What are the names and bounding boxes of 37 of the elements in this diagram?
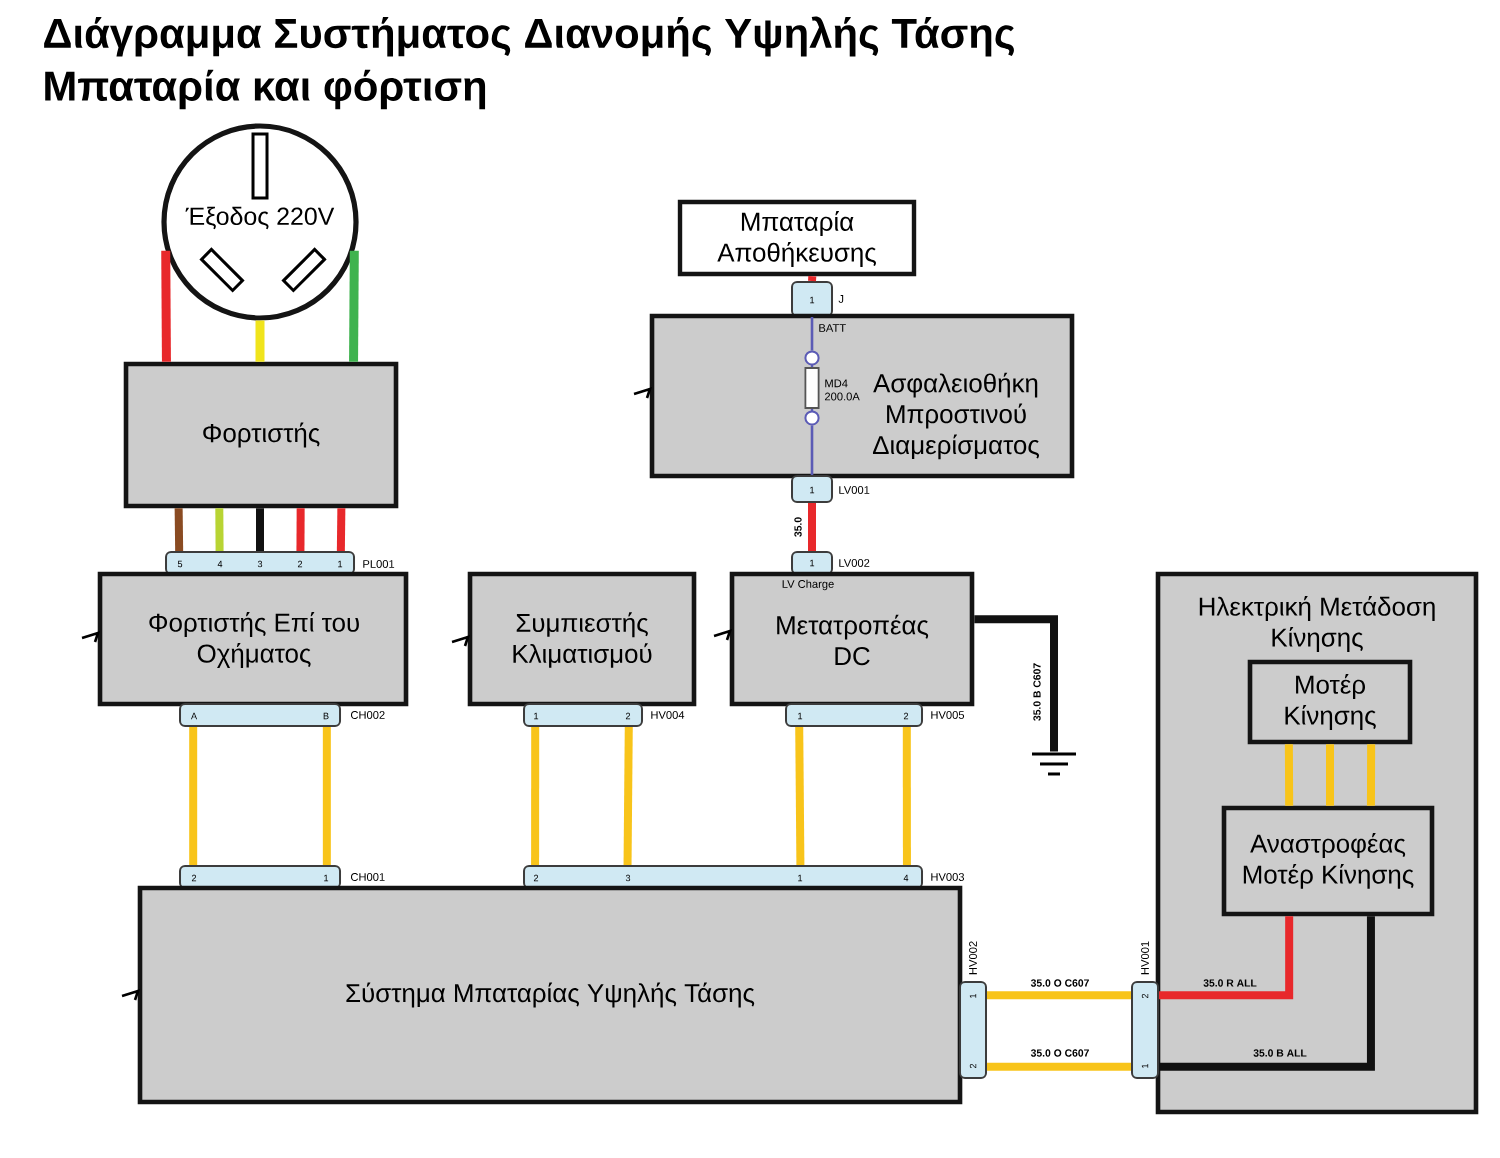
component-box: Μπαταρία Αποθήκευσης [677,199,917,277]
component-box: Συμπιεστής Κλιματισμού [467,571,697,707]
fuse-symbol [804,350,820,426]
wire [296,508,305,551]
component-box: Μοτέρ Κίνησης [1247,659,1413,745]
wire [189,727,198,865]
component-box: Φορτιστής Επί του Οχήματος [97,571,409,707]
wire [987,991,1131,1000]
wire [795,726,805,866]
component-box: Φορτιστής [123,361,399,509]
wire [1159,916,1294,1000]
wire [808,503,816,551]
wire [1159,916,1375,1071]
wire [902,726,911,865]
wire [322,727,331,865]
wire [174,508,184,552]
wire [1326,744,1335,806]
wire [255,320,265,362]
wire [810,317,814,351]
wire [1284,744,1294,806]
wire [349,250,359,362]
wire [974,615,1058,752]
component-box: Αναστροφέας Μοτέρ Κίνησης [1221,805,1435,917]
ground-symbol [1032,752,1076,776]
wire [256,508,264,551]
wire [336,508,346,552]
wire [161,250,171,362]
title: Διάγραμμα Συστήματος Διανομής Υψηλής Τάσης Μπαταρία και φόρτιση [44,16,1014,110]
component-box: Σύστημα Μπαταρίας Υψηλής Τάσης [137,885,963,1105]
wire [810,425,814,475]
wire [1366,744,1376,806]
wire [531,726,540,865]
wire [987,1062,1131,1071]
wire [215,508,224,551]
power-outlet: Έξοδος 220V [161,123,359,321]
wire [623,726,633,866]
wire [808,275,817,282]
